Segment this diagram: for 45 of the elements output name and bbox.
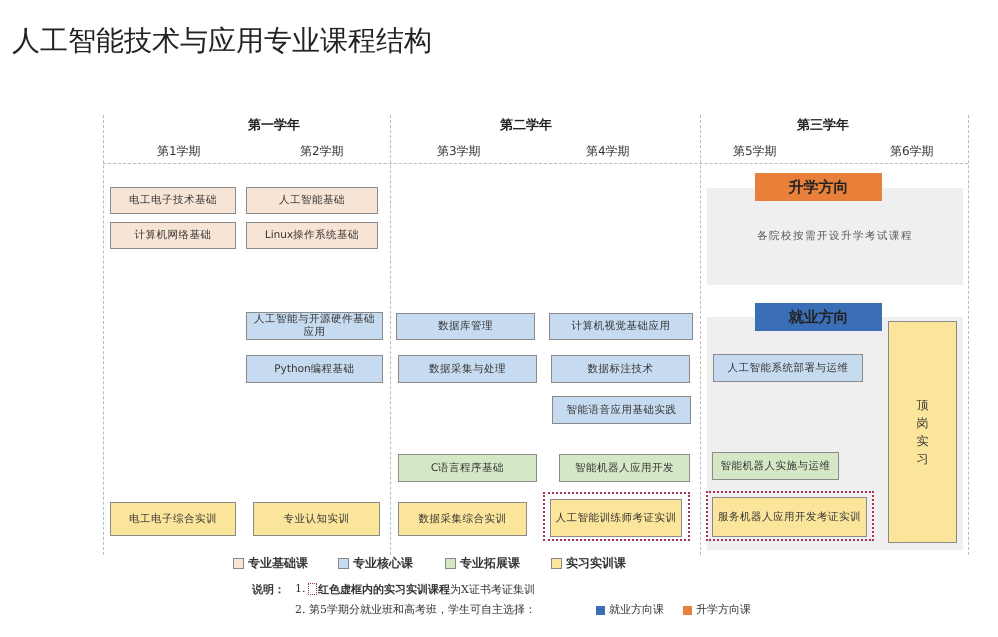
semester-heading: 第3学期: [437, 143, 481, 160]
course-box: 计算机视觉基础应用: [549, 313, 693, 340]
legend-label: 就业方向课: [609, 602, 664, 617]
title: 人工智能技术与应用专业课程结构: [12, 23, 432, 59]
note-number: 1.: [295, 582, 306, 595]
course-box: C语言程序基础: [398, 454, 537, 482]
direction-banner: 就业方向: [755, 303, 882, 331]
legend-label: 实习实训课: [566, 555, 626, 572]
semester-heading: 第4学期: [586, 143, 630, 160]
course-box: 数据库管理: [396, 313, 535, 340]
course-box: 数据采集与处理: [398, 355, 537, 383]
course-box: Python编程基础: [246, 355, 383, 383]
legend-label: 升学方向课: [696, 602, 751, 617]
legend-label: 专业核心课: [353, 555, 413, 572]
course-box: 电工电子技术基础: [110, 187, 236, 214]
course-box: 人工智能与开源硬件基础应用: [246, 312, 383, 340]
note-heading: 说明：: [252, 582, 285, 597]
dashed-frame: [706, 491, 874, 541]
course-box: 智能机器人应用开发: [559, 454, 690, 482]
course-box: 人工智能基础: [246, 187, 378, 214]
course-box: 计算机网络基础: [110, 222, 236, 249]
semester-heading: 第6学期: [890, 143, 934, 160]
course-box: 电工电子综合实训: [110, 502, 236, 536]
course-box: 智能机器人实施与运维: [712, 452, 839, 480]
internship-box: 顶岗实习: [888, 321, 957, 543]
course-box: 数据标注技术: [551, 355, 690, 383]
course-box: 数据采集综合实训: [398, 502, 527, 536]
course-box: 专业认知实训: [253, 502, 380, 536]
legend-label: 专业基础课: [248, 555, 308, 572]
dashed-frame: [543, 492, 690, 541]
legend-label: 专业拓展课: [460, 555, 520, 572]
semester-heading: 第1学期: [157, 143, 201, 160]
course-box: 服务机器人应用开发考证实训: [712, 497, 867, 537]
year-heading: 第二学年: [500, 117, 552, 134]
course-box: 智能语音应用基础实践: [552, 396, 691, 424]
note-text: 2. 第5学期分就业班和高考班，学生可自主选择：: [295, 602, 536, 617]
course-box: Linux操作系统基础: [246, 222, 378, 249]
course-box: 人工智能系统部署与运维: [713, 354, 863, 382]
year-heading: 第一学年: [248, 117, 300, 134]
direction-banner: 升学方向: [755, 173, 882, 201]
course-box: 人工智能训练师考证实训: [550, 499, 682, 537]
semester-heading: 第5学期: [733, 143, 777, 160]
note-text: 红色虚框内的实习实训课程为X证书考证集训: [318, 582, 535, 597]
year-heading: 第三学年: [797, 117, 849, 134]
semester-heading: 第2学期: [300, 143, 344, 160]
